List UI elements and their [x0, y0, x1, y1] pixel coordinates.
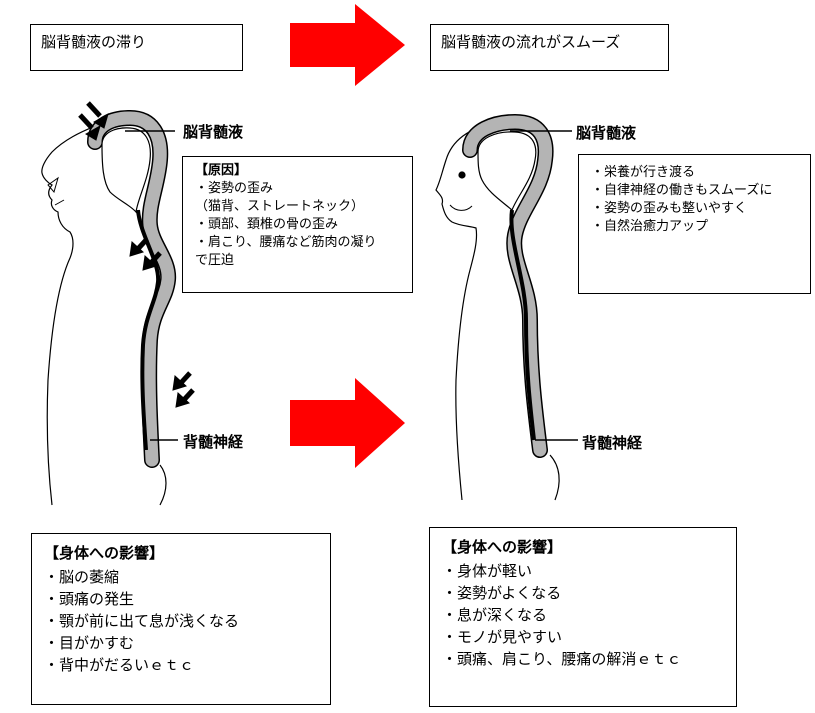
label-right-csf: 脳背髄液: [576, 124, 637, 142]
header-right-text: 脳背髄液の流れがスムーズ: [441, 33, 621, 51]
causes-item: ・頭部、頚椎の骨の歪み: [195, 217, 339, 232]
left-effects-item: ・顎が前に出て息が浅くなる: [44, 612, 240, 630]
label-left-csf: 脳背髄液: [183, 123, 244, 141]
left-effects-item: ・目がかすむ: [44, 634, 135, 652]
left-effects-item: ・頭痛の発生: [44, 590, 135, 608]
right-effects-title: 【身体への影響】: [442, 538, 563, 556]
causes-item: ・肩こり、腰痛など筋肉の凝り: [195, 235, 377, 250]
benefits-item: ・姿勢の歪みも整いやすく: [591, 201, 748, 216]
left-effects-item: ・背中がだるいｅｔｃ: [44, 656, 195, 674]
left-effects-item: ・脳の萎縮: [44, 568, 120, 586]
benefits-item: ・自律神経の働きもスムーズに: [591, 183, 773, 198]
left-spinal-cord: [136, 209, 161, 451]
causes-item: （猫背、ストレートネック）: [195, 199, 365, 214]
right-effects-item: ・身体が軽い: [442, 562, 533, 580]
benefits-item: ・栄養が行き渡る: [591, 165, 696, 180]
right-effects-box: 【身体への影響】 ・身体が軽い ・姿勢がよくなる ・息が深くなる ・モノが見やす…: [429, 527, 737, 707]
header-left-text: 脳背髄液の滞り: [41, 33, 147, 51]
right-effects-item: ・姿勢がよくなる: [442, 584, 562, 602]
right-effects-item: ・頭痛、肩こり、腰痛の解消ｅｔｃ: [442, 650, 682, 668]
benefits-item: ・自然治癒力アップ: [591, 219, 709, 234]
left-effects-box: 【身体への影響】 ・脳の萎縮 ・頭痛の発生 ・顎が前に出て息が浅くなる ・目がか…: [31, 533, 331, 705]
right-effects-item: ・モノが見やすい: [442, 628, 563, 646]
left-brain: [101, 127, 151, 214]
flow-arrow-bottom: [290, 378, 405, 468]
causes-title: 【原因】: [195, 163, 248, 178]
label-right-spinal: 背髄神経: [582, 434, 643, 452]
flow-arrow-top: [290, 4, 405, 86]
left-person: [41, 124, 167, 506]
causes-box: 【原因】 ・姿勢の歪み （猫背、ストレートネック） ・頭部、頚椎の骨の歪み ・肩…: [182, 156, 413, 293]
left-effects-title: 【身体への影響】: [44, 544, 165, 562]
right-person: [435, 124, 560, 501]
benefits-box: ・栄養が行き渡る ・自律神経の働きもスムーズに ・姿勢の歪みも整いやすく ・自然…: [578, 154, 811, 294]
right-effects-item: ・息が深くなる: [442, 606, 548, 624]
label-left-spinal: 背髄神経: [183, 433, 244, 451]
header-left: 脳背髄液の滞り: [30, 24, 243, 71]
causes-item: で圧迫: [195, 253, 235, 268]
right-brain: [477, 131, 537, 211]
causes-item: ・姿勢の歪み: [195, 181, 274, 196]
compress-arrows: [78, 101, 195, 408]
right-spinal-cord: [509, 209, 536, 441]
header-right: 脳背髄液の流れがスムーズ: [430, 24, 669, 71]
